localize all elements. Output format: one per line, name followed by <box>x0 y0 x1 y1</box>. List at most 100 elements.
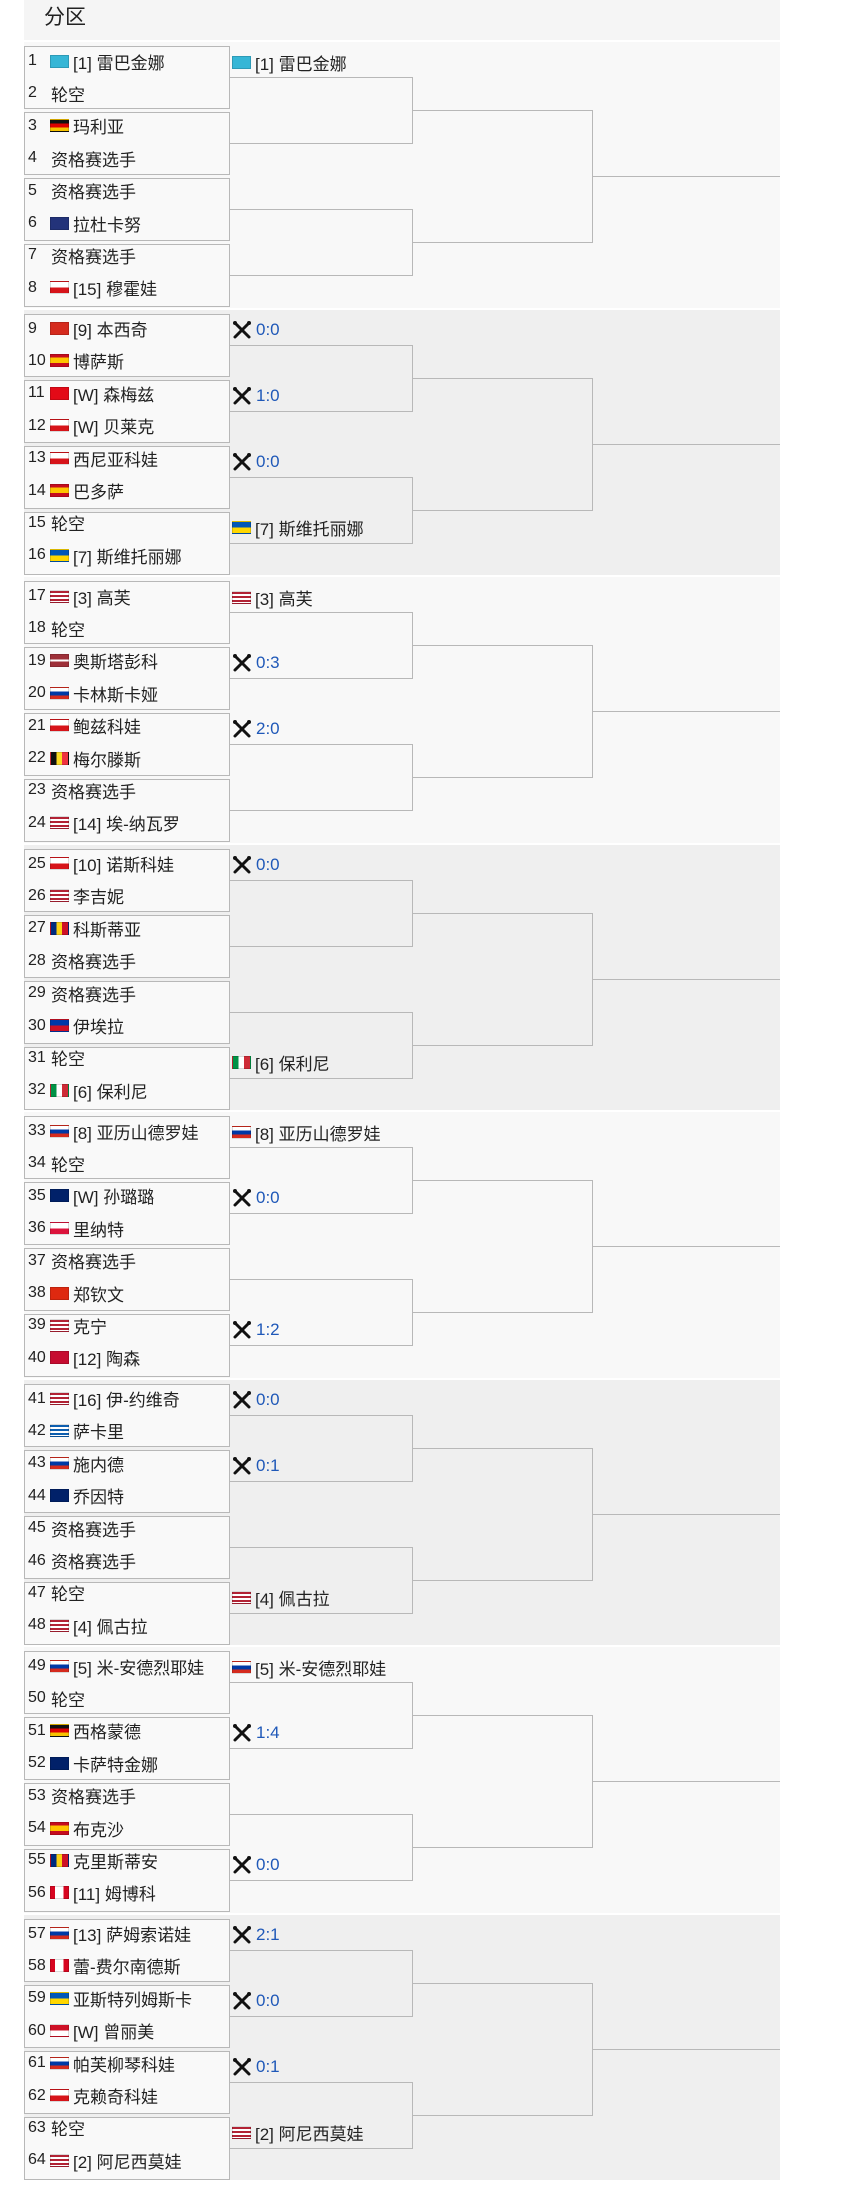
match-score[interactable]: 0:0 <box>232 1185 280 1211</box>
draw-entry[interactable]: 12[W] 贝莱克 <box>28 411 232 441</box>
score-text[interactable]: 0:0 <box>256 1389 280 1409</box>
round2-player[interactable]: [6] 保利尼 <box>232 1050 330 1076</box>
draw-entry[interactable]: 49[5] 米-安德烈耶娃 <box>28 1651 232 1681</box>
draw-entry[interactable]: 56[11] 姆博科 <box>28 1878 232 1908</box>
score-text[interactable]: 1:0 <box>256 385 280 405</box>
draw-entry[interactable]: 17[3] 高芙 <box>28 581 232 611</box>
match-score[interactable]: 0:0 <box>232 317 280 343</box>
score-text[interactable]: 1:2 <box>256 1320 280 1339</box>
draw-entry[interactable]: 32[6] 保利尼 <box>28 1075 232 1105</box>
score-text[interactable]: 0:3 <box>256 653 280 672</box>
score-text[interactable]: 2:0 <box>256 719 280 738</box>
score-text[interactable]: 0:0 <box>256 319 280 339</box>
draw-entry[interactable]: 60[W] 曾丽美 <box>28 2016 232 2046</box>
match-score[interactable]: 0:0 <box>232 852 280 878</box>
draw-entry[interactable]: 40[12] 陶森 <box>28 1343 232 1373</box>
match-score[interactable]: 1:0 <box>232 383 280 409</box>
round2-player[interactable]: [5] 米-安德烈耶娃 <box>232 1654 386 1680</box>
draw-entry[interactable]: 35[W] 孙璐璐 <box>28 1181 232 1211</box>
match-score[interactable]: 2:1 <box>232 1922 280 1948</box>
draw-entry[interactable]: 16[7] 斯维托丽娜 <box>28 540 232 570</box>
match-score[interactable]: 0:3 <box>232 650 280 676</box>
score-text[interactable]: 0:0 <box>256 1855 280 1874</box>
match-score[interactable]: 0:0 <box>232 449 280 475</box>
match-score[interactable]: 1:2 <box>232 1317 280 1343</box>
draw-entry[interactable]: 11[W] 森梅兹 <box>28 378 232 408</box>
score-text[interactable]: 0:0 <box>256 1990 280 2010</box>
draw-entry[interactable]: 24[14] 埃-纳瓦罗 <box>28 808 232 838</box>
draw-entry[interactable]: 41[16] 伊-约维奇 <box>28 1384 232 1414</box>
match-score[interactable]: 0:0 <box>232 1387 280 1413</box>
draw-entry[interactable]: 33[8] 亚历山德罗娃 <box>28 1116 232 1146</box>
round2-player[interactable]: [2] 阿尼西莫娃 <box>232 2120 364 2146</box>
draw-entry[interactable]: 8[15] 穆霍娃 <box>28 273 232 303</box>
round2-player[interactable]: [4] 佩古拉 <box>232 1585 330 1611</box>
draw-entry[interactable]: 1[1] 雷巴金娜 <box>28 46 232 76</box>
round2-player[interactable]: [3] 高芙 <box>232 584 313 610</box>
match-score[interactable]: 0:1 <box>232 1453 280 1479</box>
score-text[interactable]: 0:0 <box>256 1188 280 1207</box>
match-score[interactable]: 2:0 <box>232 716 280 742</box>
match-score[interactable]: 0:0 <box>232 1988 280 2014</box>
match-score[interactable]: 0:0 <box>232 1852 280 1878</box>
round2-player[interactable]: [8] 亚历山德罗娃 <box>232 1119 381 1145</box>
draw-entry[interactable]: 64[2] 阿尼西莫娃 <box>28 2145 232 2175</box>
round2-player[interactable]: [1] 雷巴金娜 <box>232 49 347 75</box>
score-text[interactable]: 0:1 <box>256 2056 280 2076</box>
score-text[interactable]: 2:1 <box>256 1924 280 1944</box>
score-text[interactable]: 1:4 <box>256 1723 280 1742</box>
round2-player[interactable]: [7] 斯维托丽娜 <box>232 515 364 541</box>
score-text[interactable]: 0:1 <box>256 1455 280 1475</box>
match-score[interactable]: 1:4 <box>232 1720 280 1746</box>
match-score[interactable]: 0:1 <box>232 2054 280 2080</box>
draw-entry[interactable]: 25[10] 诺斯科娃 <box>28 849 232 879</box>
score-text[interactable]: 0:0 <box>256 854 280 874</box>
draw-entry[interactable]: 48[4] 佩古拉 <box>28 1610 232 1640</box>
score-text[interactable]: 0:0 <box>256 451 280 471</box>
draw-entry[interactable]: 9[9] 本西奇 <box>28 314 232 344</box>
